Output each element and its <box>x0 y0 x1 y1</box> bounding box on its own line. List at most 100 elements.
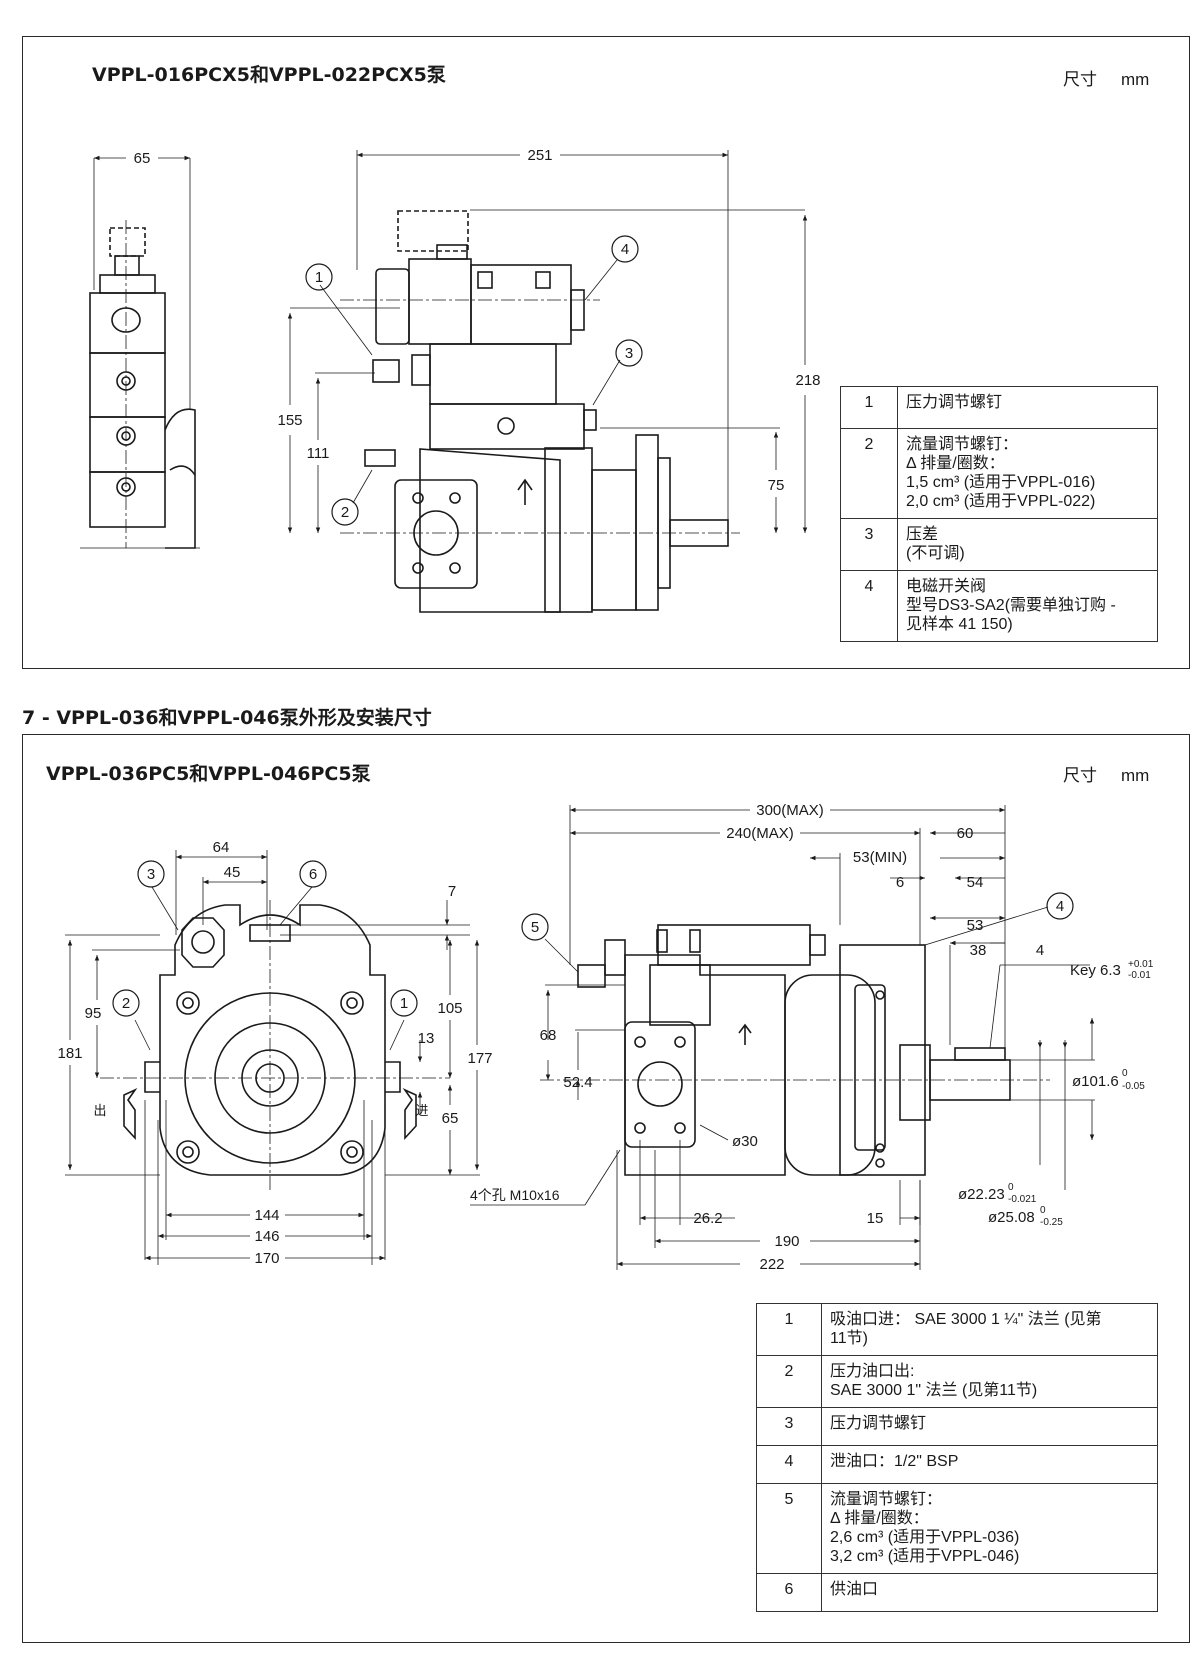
dim-146: 146 <box>254 1228 279 1245</box>
dia-25-tol-up: 0 <box>1040 1205 1046 1216</box>
dim-144: 144 <box>254 1207 279 1224</box>
top-front-view <box>340 210 740 613</box>
legend-line: 2,0 cm³ (适用于VPPL-022) <box>906 493 1096 510</box>
dim-251: 251 <box>527 147 552 164</box>
legend-line: 11节) <box>830 1330 868 1347</box>
unit-mm: mm <box>1121 766 1150 785</box>
dim-95: 95 <box>85 1005 102 1022</box>
dia-22-tol-down: -0.021 <box>1008 1194 1037 1205</box>
dia-101-6: ø101.6 <box>1072 1073 1119 1090</box>
dim-54: 54 <box>967 874 984 891</box>
dim-53: 53 <box>967 917 984 934</box>
legend-row: 6 供油口 <box>756 1573 1158 1612</box>
unit-word: 尺寸 <box>1063 766 1097 785</box>
dim-7: 7 <box>448 883 456 900</box>
legend-num: 3 <box>840 518 898 571</box>
dim-53min: 53(MIN) <box>853 849 907 866</box>
legend-text: 压力油口出: SAE 3000 1" 法兰 (见第11节) <box>821 1355 1158 1408</box>
legend-text: 流量调节螺钉： Δ 排量/圈数： 1,5 cm³ (适用于VPPL-016) 2… <box>897 428 1158 519</box>
legend-line: 2,6 cm³ (适用于VPPL-036) <box>830 1529 1020 1546</box>
top-panel-title: VPPL-016PCX5和VPPL-022PCX5泵 <box>92 64 446 86</box>
legend-row: 3 压力调节螺钉 <box>756 1407 1158 1446</box>
label-out: 出 <box>93 1103 106 1118</box>
callout-b5: 5 <box>531 919 539 936</box>
legend-line: 压力调节螺钉 <box>906 394 1003 411</box>
legend-row: 5 流量调节螺钉： Δ 排量/圈数： 2,6 cm³ (适用于VPPL-036)… <box>756 1483 1158 1574</box>
bottom-side-view <box>540 924 1050 1176</box>
legend-line: 电磁开关阀 <box>906 578 987 595</box>
dia-101-tol-down: -0.05 <box>1122 1081 1145 1092</box>
dim-4: 4 <box>1036 942 1044 959</box>
dim-38: 38 <box>970 942 987 959</box>
legend-num: 4 <box>756 1445 822 1484</box>
legend-line: Δ 排量/圈数： <box>830 1510 929 1527</box>
callout-3: 3 <box>625 345 633 362</box>
dim-222: 222 <box>759 1256 784 1273</box>
legend-num: 6 <box>756 1573 822 1612</box>
top-unit-label: 尺寸 mm <box>1063 65 1149 90</box>
callout-1: 1 <box>315 269 323 286</box>
legend-row: 1 压力调节螺钉 <box>840 386 1158 429</box>
legend-text: 压力调节螺钉 <box>821 1407 1158 1446</box>
legend-text: 压力调节螺钉 <box>897 386 1158 429</box>
top-legend-table: 1 压力调节螺钉 2 流量调节螺钉： Δ 排量/圈数： 1,5 cm³ (适用于… <box>840 386 1158 642</box>
legend-text: 电磁开关阀 型号DS3-SA2(需要单独订购 - 见样本 41 150) <box>897 570 1158 642</box>
callout-4: 4 <box>621 241 629 258</box>
dim-177: 177 <box>467 1050 492 1067</box>
unit-mm: mm <box>1121 70 1150 89</box>
unit-word: 尺寸 <box>1063 70 1097 89</box>
legend-line: 压差 <box>906 526 939 543</box>
legend-line: 流量调节螺钉： <box>830 1491 943 1508</box>
dim-300max: 300(MAX) <box>756 802 824 819</box>
legend-line: 1,5 cm³ (适用于VPPL-016) <box>906 474 1096 491</box>
legend-line: SAE 3000 1" 法兰 (见第11节) <box>830 1382 1038 1399</box>
legend-num: 4 <box>840 570 898 642</box>
callout-b4: 4 <box>1056 898 1064 915</box>
legend-num: 3 <box>756 1407 822 1446</box>
legend-line: 吸油口进： SAE 3000 1 ¼" 法兰 (见第 <box>830 1311 1102 1328</box>
key-tol-down: -0.01 <box>1128 970 1151 981</box>
dim-111: 111 <box>307 445 330 462</box>
dim-65-bottom: 65 <box>442 1110 459 1127</box>
dim-45: 45 <box>224 864 241 881</box>
dim-64: 64 <box>213 839 230 856</box>
dim-105: 105 <box>437 1000 462 1017</box>
legend-num: 2 <box>756 1355 822 1408</box>
legend-line: 见样本 41 150) <box>906 616 1013 633</box>
legend-text: 泄油口：1/2" BSP <box>821 1445 1158 1484</box>
legend-line: 压力油口出: <box>830 1363 915 1380</box>
dim-75: 75 <box>768 477 785 494</box>
dim-170: 170 <box>254 1250 279 1267</box>
legend-num: 2 <box>840 428 898 519</box>
legend-row: 1 吸油口进： SAE 3000 1 ¼" 法兰 (见第 11节) <box>756 1303 1158 1356</box>
dim-13: 13 <box>418 1030 435 1047</box>
legend-line: 流量调节螺钉： <box>906 436 1019 453</box>
bottom-unit-label: 尺寸 mm <box>1063 761 1149 786</box>
top-panel-frame <box>22 36 1190 669</box>
callout-b2: 2 <box>122 995 130 1012</box>
legend-text: 压差 (不可调) <box>897 518 1158 571</box>
dia-25-tol-down: -0.25 <box>1040 1217 1063 1228</box>
callout-2: 2 <box>341 504 349 521</box>
callout-b3: 3 <box>147 866 155 883</box>
dim-52-4: 52.4 <box>563 1074 592 1091</box>
legend-num: 5 <box>756 1483 822 1574</box>
section-heading: 7 - VPPL-036和VPPL-046泵外形及安装尺寸 <box>22 707 432 729</box>
callout-b1: 1 <box>400 995 408 1012</box>
dim-6: 6 <box>896 874 904 891</box>
legend-row: 3 压差 (不可调) <box>840 518 1158 571</box>
legend-num: 1 <box>840 386 898 429</box>
bottom-legend-table: 1 吸油口进： SAE 3000 1 ¼" 法兰 (见第 11节) 2 压力油口… <box>756 1303 1158 1612</box>
legend-line: 型号DS3-SA2(需要单独订购 - <box>906 597 1116 614</box>
legend-line: 供油口 <box>830 1581 879 1598</box>
dia-101-tol-up: 0 <box>1122 1068 1128 1079</box>
dim-181: 181 <box>57 1045 82 1062</box>
legend-line: 3,2 cm³ (适用于VPPL-046) <box>830 1548 1020 1565</box>
dim-65-top: 65 <box>134 150 151 167</box>
dia-22-23: ø22.23 <box>958 1186 1005 1203</box>
top-side-view <box>80 220 200 549</box>
dim-190: 190 <box>774 1233 799 1250</box>
holes-label: 4个孔 M10x16 <box>470 1187 560 1203</box>
key-label: Key 6.3 <box>1070 962 1121 979</box>
dia-30: ø30 <box>732 1133 758 1150</box>
